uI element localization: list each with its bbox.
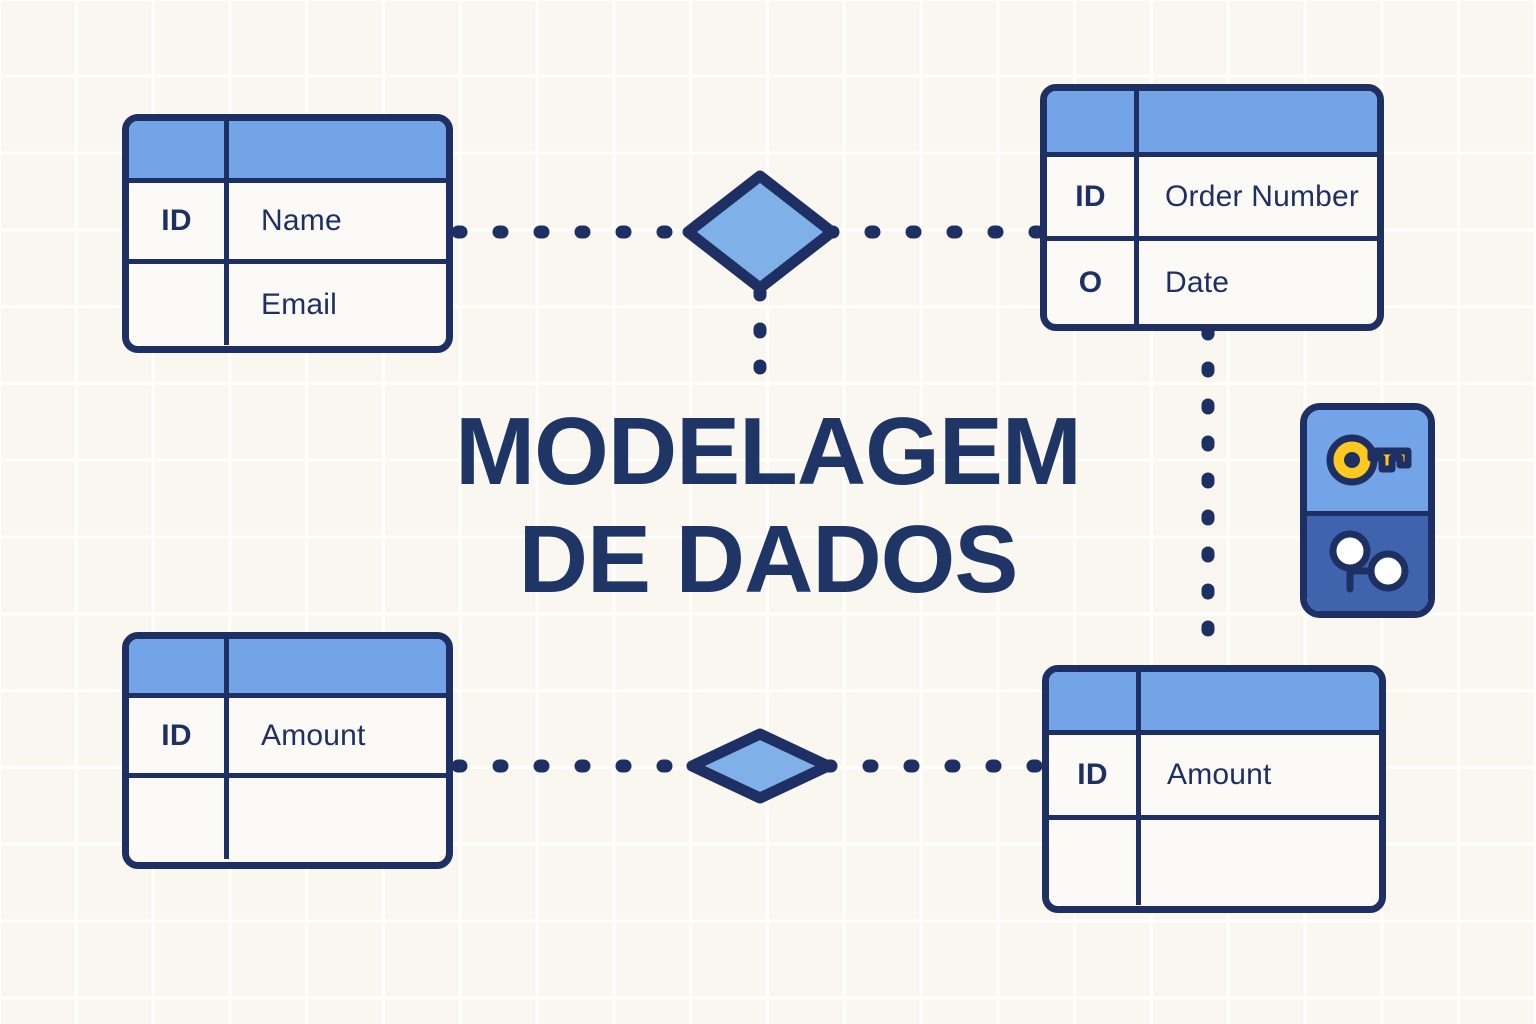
attribute-key	[129, 264, 229, 345]
entity-header-key-cell	[1049, 672, 1141, 730]
attribute-name: Name	[261, 204, 342, 237]
attribute-name: Amount	[261, 718, 366, 752]
attribute-key: O	[1047, 241, 1139, 324]
entity-header-value-cell	[229, 639, 446, 693]
attribute-name	[229, 778, 446, 859]
attribute-key	[1049, 820, 1141, 905]
relationship-nodes-icon	[1329, 530, 1408, 593]
entity-item[interactable]: ID Amount	[1042, 665, 1386, 913]
attribute-name: Amount	[1167, 758, 1272, 791]
relationship-diamond-bottom[interactable]	[686, 728, 834, 804]
entity-header-key-cell	[1047, 91, 1139, 152]
entity-row[interactable]: ID Order Number	[1047, 157, 1377, 241]
entity-row[interactable]: ID Amount	[129, 698, 446, 778]
attribute-key: ID	[129, 698, 229, 773]
key-icon	[1326, 434, 1411, 486]
entity-header-key-cell	[129, 121, 229, 178]
entity-header-key-cell	[129, 639, 229, 693]
attribute-key: ID	[129, 183, 229, 259]
key-badge-top-pane	[1307, 410, 1428, 511]
key-badge-bottom-pane	[1307, 510, 1428, 611]
entity-row[interactable]: ID Amount	[1049, 735, 1379, 820]
entity-header-row	[129, 121, 446, 183]
entity-header-value-cell	[1139, 91, 1377, 152]
page-title: MODELAGEM DE DADOS	[0, 398, 1536, 613]
entity-row[interactable]: ID Name	[129, 183, 446, 264]
relationship-diamond-top[interactable]	[682, 170, 838, 294]
entity-order[interactable]: ID Order Number O Date	[1040, 84, 1384, 331]
attribute-name	[1141, 820, 1379, 905]
attribute-name: Order Number	[1165, 179, 1360, 213]
page-title-line-1: MODELAGEM	[455, 398, 1082, 505]
entity-header-value-cell	[229, 121, 446, 178]
page-title-line-2: DE DADOS	[518, 505, 1019, 613]
entity-payment[interactable]: ID Amount	[122, 632, 453, 869]
entity-row[interactable]: O Date	[1047, 241, 1377, 324]
entity-row[interactable]	[129, 778, 446, 859]
entity-row[interactable]	[1049, 820, 1379, 905]
entity-header-row	[129, 639, 446, 698]
attribute-name: Email	[261, 287, 338, 321]
attribute-name: Date	[1165, 265, 1230, 299]
entity-row[interactable]: Email	[129, 264, 446, 345]
attribute-key: ID	[1047, 157, 1139, 236]
entity-customer[interactable]: ID Name Email	[122, 114, 453, 353]
attribute-key: ID	[1049, 735, 1141, 815]
entity-header-row	[1049, 672, 1379, 735]
entity-header-value-cell	[1141, 672, 1379, 730]
attribute-key	[129, 778, 229, 859]
entity-header-row	[1047, 91, 1377, 157]
key-relationship-badge[interactable]	[1300, 403, 1435, 618]
